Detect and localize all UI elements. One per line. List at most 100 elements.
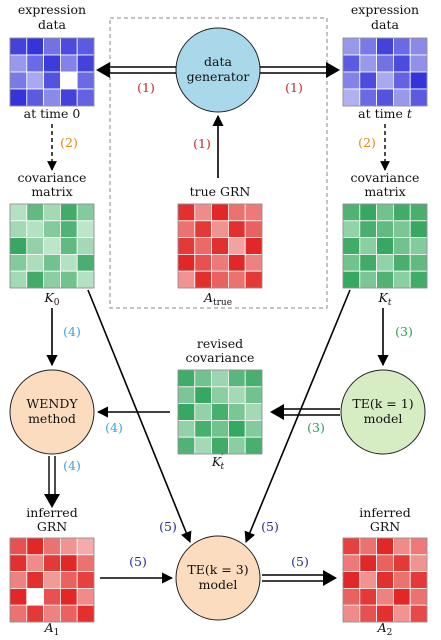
a2-cell — [359, 588, 377, 606]
expr_left-cell — [76, 37, 95, 56]
a1-cell — [76, 588, 95, 606]
a1-cell — [60, 604, 78, 623]
revised-border — [177, 369, 263, 455]
cov_left-cell — [43, 220, 61, 238]
cov_left-cell — [26, 203, 44, 222]
a2-cell — [342, 554, 361, 572]
covariance-heatmap-kt — [342, 203, 428, 289]
a1-cell — [9, 537, 28, 556]
a_true-cell — [228, 254, 246, 272]
te3-line2: model — [199, 577, 238, 592]
cov_left-cell — [43, 237, 61, 255]
cov_left-border — [9, 203, 95, 289]
cov_right-cell — [409, 203, 428, 222]
revised-cell — [211, 369, 229, 388]
a1-cell — [26, 571, 44, 589]
cov-right-title2: matrix — [364, 184, 405, 199]
a2-symbol: A2 — [377, 620, 393, 638]
cov_right-cell — [393, 237, 411, 255]
a_true-cell — [211, 270, 229, 289]
cov_right-cell — [376, 237, 394, 255]
expr_right-cell — [342, 37, 361, 56]
a1-cell — [76, 554, 95, 572]
cov_right-cell — [393, 254, 411, 272]
expr_right-cell — [342, 88, 361, 107]
a2-cell — [359, 604, 377, 623]
expr_left-cell — [60, 54, 78, 73]
a2-cell — [393, 588, 411, 606]
cov_left-cell — [60, 270, 78, 289]
cov_left-cell — [60, 203, 78, 222]
a1-cell — [43, 554, 61, 572]
a1-cell — [76, 571, 95, 589]
cov_right-cell — [376, 220, 394, 238]
expr_right-border — [342, 37, 428, 107]
expr_left-cell — [43, 71, 61, 90]
cov_left-cell — [60, 237, 78, 255]
revised-cell — [177, 403, 196, 421]
cov_left-cell — [9, 203, 28, 222]
a_true-cell — [228, 237, 246, 255]
cov-left-title1: covariance — [18, 170, 87, 185]
a2-cell — [359, 537, 377, 556]
revised-cell — [228, 436, 246, 455]
cov_left-cell — [9, 270, 28, 289]
revised-cell — [194, 386, 212, 404]
a_true-cell — [228, 270, 246, 289]
cov_right-border — [342, 203, 428, 289]
expr_right-cell — [409, 37, 428, 56]
expr_right-cell — [393, 37, 411, 56]
step-5-a2: (5) — [291, 554, 309, 569]
expr_left-cell — [9, 37, 28, 56]
cov_right-cell — [409, 254, 428, 272]
arrow-kt-to-te3 — [244, 289, 351, 544]
expr_left-cell — [43, 88, 61, 107]
revised-cell — [244, 403, 263, 421]
expression-heatmap-timet — [342, 37, 428, 107]
expr_right-cell — [359, 88, 377, 107]
a2-cell — [342, 537, 361, 556]
step-5-left: (5) — [159, 519, 177, 534]
generator-region-box — [109, 17, 328, 309]
cov_right-cell — [359, 237, 377, 255]
cov_right-cell — [393, 270, 411, 289]
inferred-right-title2: GRN — [370, 519, 400, 534]
a1-cell — [60, 554, 78, 572]
expr_left-cell — [26, 88, 44, 107]
arrow-k0-to-te3 — [87, 289, 192, 544]
a1-cell — [43, 571, 61, 589]
a2-cell — [409, 571, 428, 589]
a2-cell — [342, 571, 361, 589]
expr_right-cell — [376, 54, 394, 73]
a1-cell — [9, 604, 28, 623]
expr-left-time: at time 0 — [24, 106, 81, 121]
wendy-method-node: WENDY method — [9, 369, 95, 455]
step-1-right: (1) — [285, 80, 303, 95]
cov-right-symbol: Kt — [378, 290, 392, 308]
revised-cell — [211, 420, 229, 438]
revised-symbol: K′t — [211, 453, 225, 472]
covariance-heatmap-k0 — [9, 203, 95, 289]
cov_right-cell — [359, 254, 377, 272]
arrow-wendy-to-a1 — [44, 456, 60, 508]
a1-cell — [9, 588, 28, 606]
a2-cell — [376, 554, 394, 572]
expr_left-cell — [43, 54, 61, 73]
a2-cell — [359, 571, 377, 589]
cov_right-cell — [376, 254, 394, 272]
a_true-cell — [211, 203, 229, 222]
revised-title2: covariance — [186, 350, 255, 365]
a_true-cell — [194, 254, 212, 272]
cov_left-cell — [9, 220, 28, 238]
a_true-cell — [228, 220, 246, 238]
expr-right-title1: expression — [351, 2, 419, 17]
a1-cell — [9, 571, 28, 589]
a2-cell — [359, 554, 377, 572]
a_true-cell — [211, 237, 229, 255]
expr_left-cell — [26, 54, 44, 73]
cov_right-cell — [342, 254, 361, 272]
expr_left-cell — [26, 37, 44, 56]
expr_right-cell — [376, 37, 394, 56]
arrow-te1-to-revised — [270, 404, 340, 420]
a1-cell — [60, 588, 78, 606]
